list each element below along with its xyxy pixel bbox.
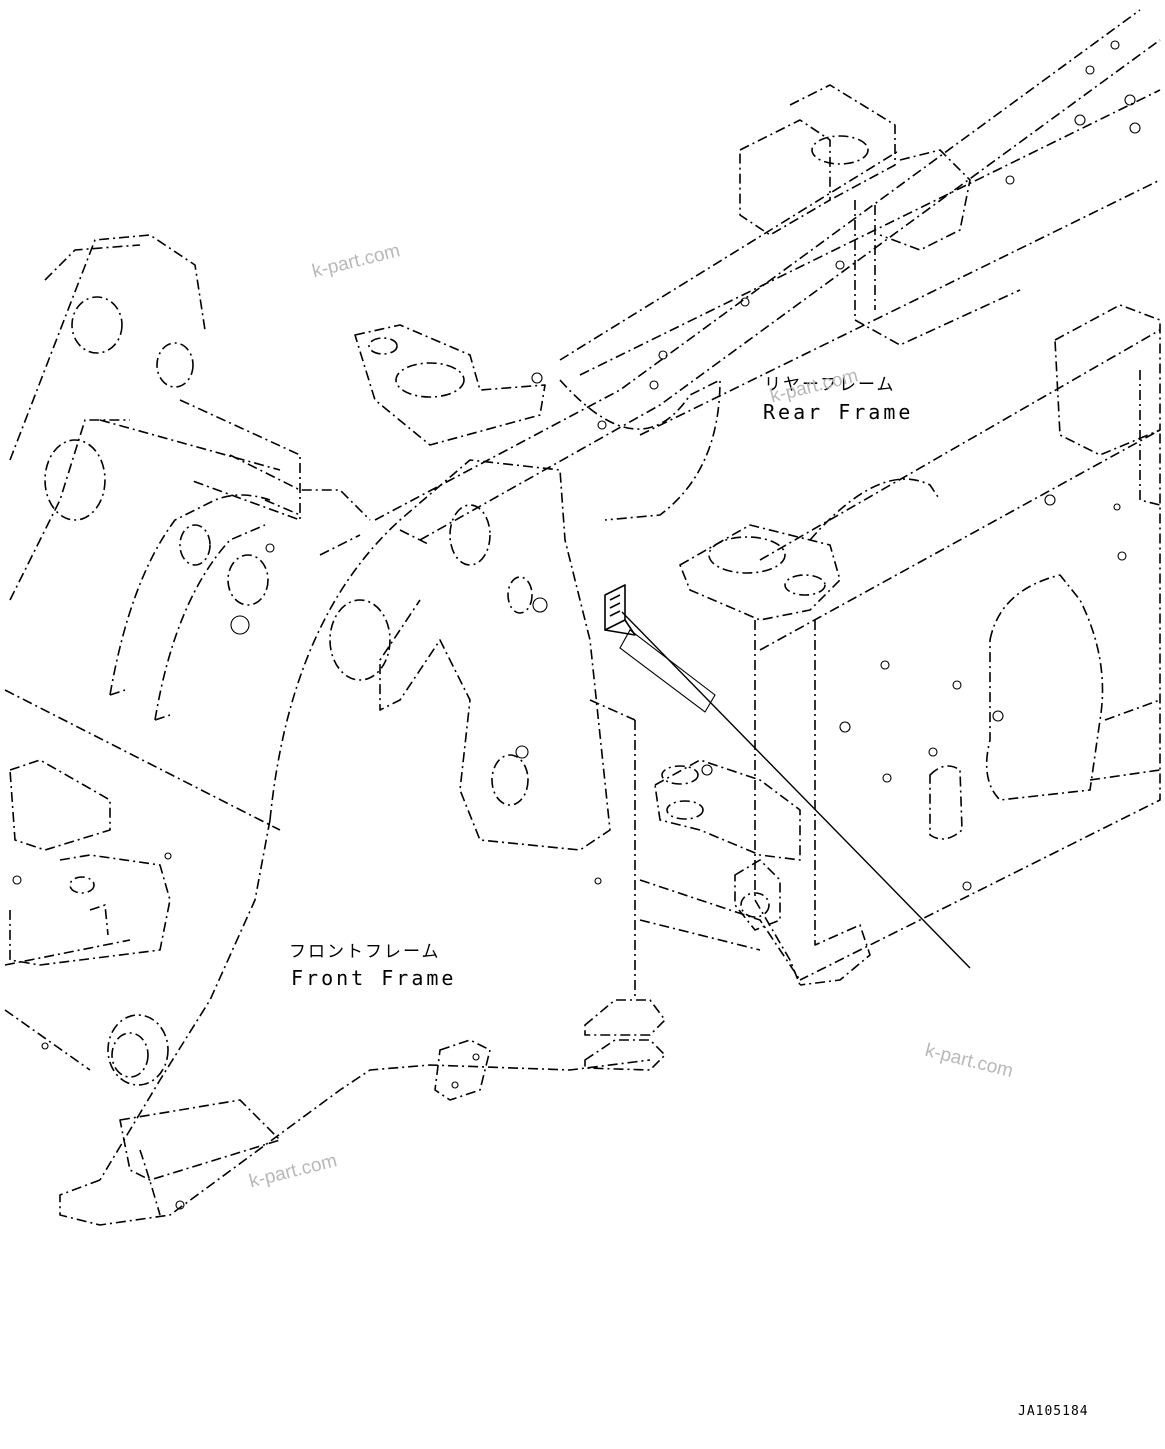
front-frame-label: Front Frame bbox=[291, 966, 457, 990]
front-frame-label-jp: フロントフレーム bbox=[289, 942, 441, 962]
rear-frame-label-jp: リヤーフレーム bbox=[764, 375, 896, 395]
front-frame-outline bbox=[4, 234, 666, 1226]
drawing-code: JA105184 bbox=[1018, 1404, 1089, 1419]
leader-guide bbox=[619, 629, 716, 713]
leader-line bbox=[621, 611, 971, 969]
rear-frame-outline bbox=[354, 9, 1161, 986]
indicated-part bbox=[604, 584, 636, 636]
bolt-marks bbox=[12, 40, 1141, 1210]
rear-frame-label: Rear Frame bbox=[763, 400, 914, 424]
